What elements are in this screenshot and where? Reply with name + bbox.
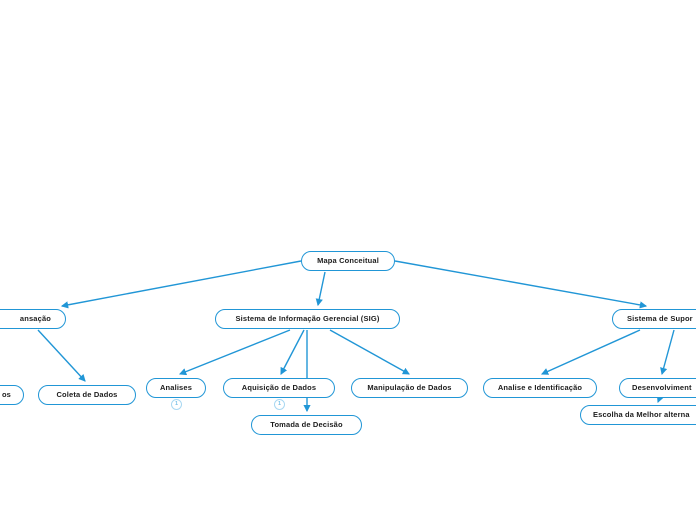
badge-label: 1 [174,400,179,407]
edge-sig-to-analises [178,329,291,376]
node-sistema-informacao-gerencial[interactable]: Sistema de Informação Gerencial (SIG) [215,309,400,329]
node-label: Aquisição de Dados [241,383,317,393]
edge-sig-to-aquisicao [280,329,305,375]
collapsed-count-badge-analises[interactable]: 1 [171,399,182,410]
node-manipulacao-de-dados[interactable]: Manipulação de Dados [351,378,468,398]
node-coleta-de-dados[interactable]: Coleta de Dados [38,385,136,405]
node-escolha-melhor-alternativa[interactable]: Escolha da Melhor alterna [580,405,696,425]
node-label: Sistema de Supor [627,314,693,324]
edge-suporte-to-desenvolvimento [660,329,675,376]
node-label: Analise e Identificação [497,383,583,393]
edge-root-to-suporte [394,260,648,309]
node-mapa-conceitual[interactable]: Mapa Conceitual [301,251,395,271]
edge-sig-to-manipulacao [329,329,410,375]
node-label: Manipulação de Dados [367,383,452,393]
node-label: Tomada de Decisão [270,420,343,430]
node-sistema-suporte[interactable]: Sistema de Supor [612,309,696,329]
node-label: os [1,390,11,400]
node-processos[interactable]: os [0,385,24,405]
edge-root-to-sig [315,271,326,307]
node-analises[interactable]: Analises [146,378,206,398]
node-label: Escolha da Melhor alterna [593,410,690,420]
badge-label: 1 [277,400,282,407]
edge-transacao-to-coleta [37,329,86,382]
node-tomada-de-decisao[interactable]: Tomada de Decisão [251,415,362,435]
edge-suporte-to-analise-identificacao [541,329,641,375]
node-aquisicao-de-dados[interactable]: Aquisição de Dados [223,378,335,398]
node-label: Analises [159,383,193,393]
node-label: Coleta de Dados [56,390,118,400]
node-label: Sistema de Informação Gerencial (SIG) [235,314,380,324]
node-analise-e-identificacao[interactable]: Analise e Identificação [483,378,597,398]
node-label: Mapa Conceitual [317,256,379,266]
edge-root-to-transacao [60,260,302,309]
node-desenvolvimento[interactable]: Desenvolviment [619,378,696,398]
collapsed-count-badge-aquisicao[interactable]: 1 [274,399,285,410]
node-sistema-processamento-transacao[interactable]: ansação [0,309,66,329]
node-label: Desenvolviment [632,383,692,393]
node-label: ansação [19,314,51,324]
